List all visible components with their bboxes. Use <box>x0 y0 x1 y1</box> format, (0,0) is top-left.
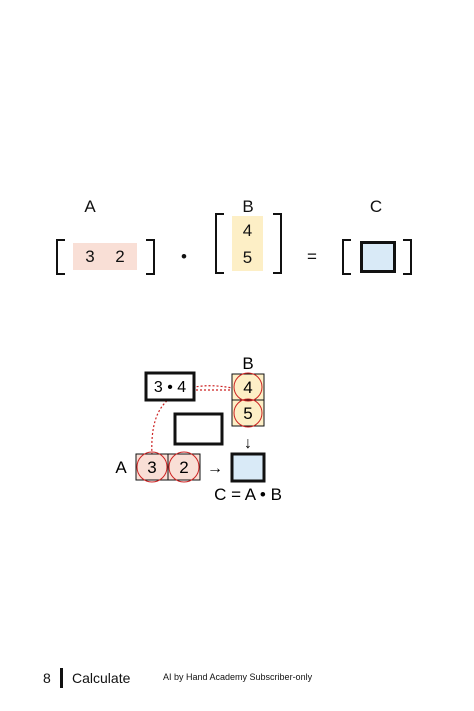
footer-divider <box>60 668 63 688</box>
matrix-b-cell-1: 4 <box>242 220 253 240</box>
dotted-link-a <box>151 399 169 456</box>
diagram-a-cell-2 <box>167 453 201 481</box>
diagram-formula: C = A • B <box>214 485 282 504</box>
matrix-b-cell-2: 5 <box>242 247 253 267</box>
product-label: 3 • 4 <box>154 379 186 396</box>
section-title: Calculate <box>72 670 131 686</box>
matrix-a-left-bracket <box>56 239 65 275</box>
diagram-a-value-2: 2 <box>179 458 188 477</box>
diagram-b-value-2: 5 <box>243 404 252 423</box>
matrix-c-left-bracket <box>342 239 351 275</box>
matrix-a-right-bracket <box>146 239 155 275</box>
arrow-down: ↓ <box>244 435 252 452</box>
diagram-c-cell <box>230 452 266 483</box>
diagram-label-a: A <box>115 458 127 477</box>
computation-diagram: B 4 5 3 • 4 ↓ A 3 2 → C = A • B <box>115 354 282 504</box>
top-equation: A B C 3 2 • 4 5 = <box>0 0 474 300</box>
matrix-a-fill <box>73 243 137 270</box>
dot-operator: • <box>181 247 187 266</box>
page-number: 8 <box>43 670 51 686</box>
intermediate-box <box>173 412 224 446</box>
matrix-a-cell-1: 3 <box>85 246 95 266</box>
diagram-label-b: B <box>242 354 253 373</box>
label-b: B <box>242 197 254 216</box>
diagram-a-highlight-2 <box>168 451 200 483</box>
matrix-a-cell-2: 2 <box>115 246 125 266</box>
diagram-b-highlight-2 <box>233 398 263 428</box>
arrow-right: → <box>207 460 223 477</box>
diagram-b-highlight-1 <box>233 372 263 402</box>
matrix-b-right-bracket <box>273 213 282 274</box>
diagram-b-value-1: 4 <box>243 378 252 397</box>
footer-subtitle: AI by Hand Academy Subscriber-only <box>163 672 313 682</box>
diagram-a-value-1: 3 <box>147 458 156 477</box>
label-a: A <box>84 197 96 216</box>
product-box <box>144 371 196 402</box>
label-c: C <box>369 197 383 216</box>
matrix-c-cell <box>360 241 396 273</box>
matrix-c-right-bracket <box>403 239 412 275</box>
diagram-a-cell-1 <box>135 453 169 481</box>
matrix-b-fill <box>232 216 263 271</box>
diagram-a-highlight-1 <box>136 451 168 483</box>
matrix-b-left-bracket <box>215 213 224 274</box>
equals-sign: = <box>307 247 317 266</box>
